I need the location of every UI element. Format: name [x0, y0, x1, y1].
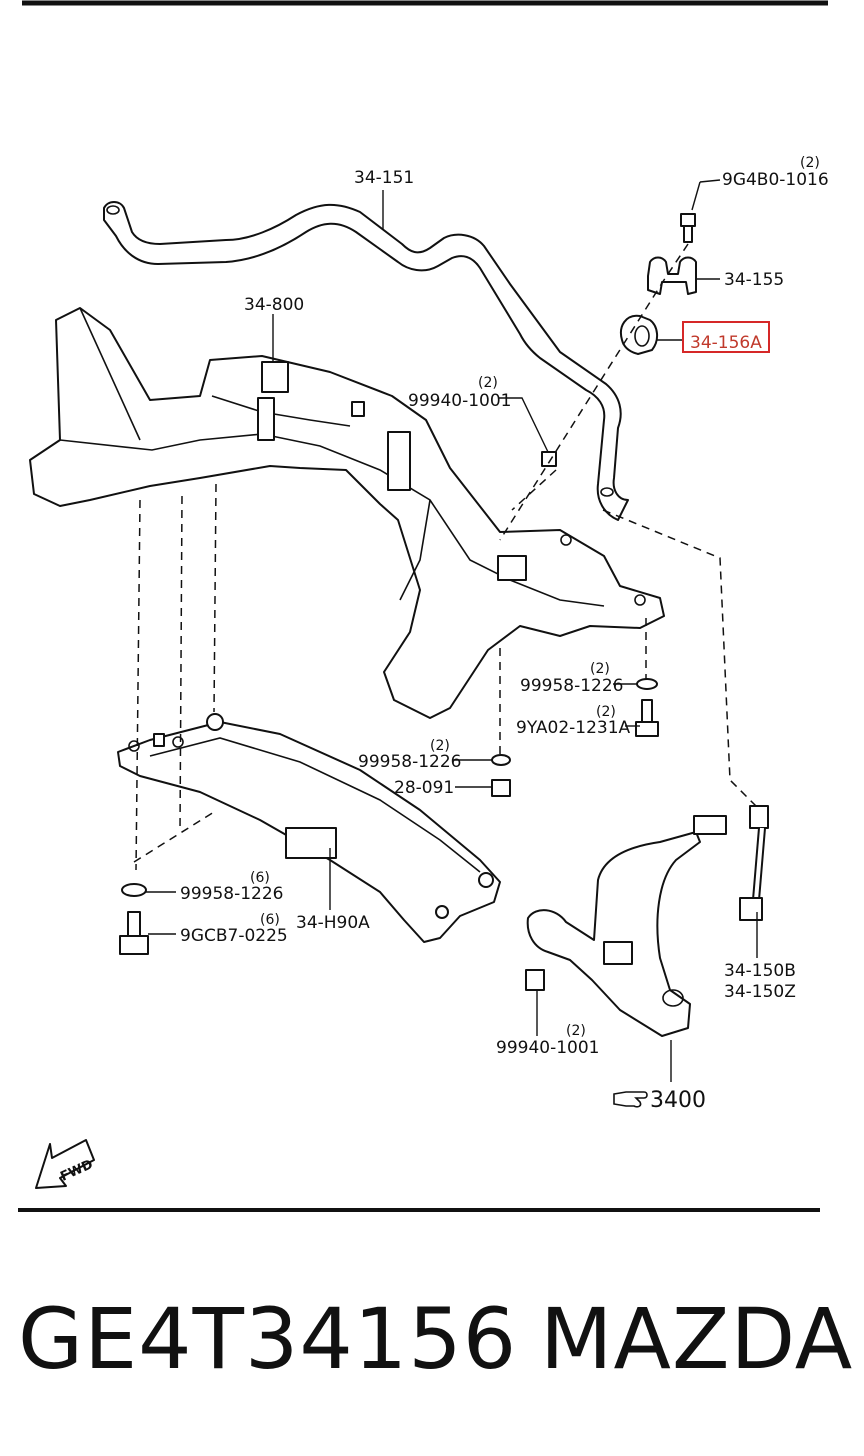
- label-nut-mid: 99940-1001: [408, 391, 511, 411]
- qty-washer-center: (2): [430, 738, 450, 754]
- qty-nut-mid: (2): [478, 375, 498, 391]
- label-nut-center: 28-091: [394, 778, 454, 798]
- label-nut-lower: 99940-1001: [496, 1038, 599, 1058]
- assembly-lines: [133, 243, 757, 871]
- callouts: 34-151 (2) 9G4B0-1016 34-155 34-156A 34-…: [180, 155, 829, 1113]
- lower-arm-part: [526, 815, 727, 1037]
- brand-name: MAZDA: [540, 1290, 854, 1388]
- lower-member-part: [117, 713, 501, 943]
- qty-washer-right: (2): [590, 661, 610, 677]
- leader-lines: [146, 179, 758, 1082]
- part-number: GE4T34156: [18, 1290, 518, 1388]
- pointing-hand-icon: [613, 1091, 648, 1108]
- label-link-b: 34-150B: [724, 961, 796, 981]
- label-stabilizer: 34-151: [354, 168, 414, 188]
- qty-washer-left: (6): [250, 870, 270, 886]
- label-bracket: 34-155: [724, 270, 784, 290]
- qty-nut-lower: (2): [566, 1023, 586, 1039]
- label-bushing: 34-156A: [690, 333, 762, 353]
- qty-bolt-right: (2): [596, 704, 616, 720]
- highlight-box: [682, 321, 770, 353]
- crossmember-part: [29, 307, 665, 719]
- label-washer-center: 99958-1226: [358, 752, 461, 772]
- fwd-arrow-icon: FWD: [35, 1139, 96, 1189]
- hardware: [119, 451, 659, 991]
- bushing-part: [620, 314, 658, 355]
- label-bolt-top: 9G4B0-1016: [722, 170, 829, 190]
- label-link-z: 34-150Z: [724, 982, 796, 1002]
- bracket-part: [647, 256, 697, 295]
- label-bolt-right: 9YA02-1231A: [516, 718, 631, 738]
- label-bolt-left: 9GCB7-0225: [180, 926, 288, 946]
- bolt-top-part: [680, 213, 696, 243]
- label-washer-right: 99958-1226: [520, 676, 623, 696]
- label-washer-left: 99958-1226: [180, 884, 283, 904]
- label-lower-member: 34-H90A: [296, 913, 370, 933]
- qty-bolt-top: (2): [800, 155, 820, 171]
- stabilizer-link-part: [739, 805, 769, 921]
- footer: GE4T34156 MAZDA: [0, 1290, 864, 1410]
- label-arm-ref: 3400: [650, 1088, 706, 1113]
- label-crossmember: 34-800: [244, 295, 304, 315]
- qty-bolt-left: (6): [260, 912, 280, 928]
- stabilizer-bar: [103, 201, 629, 521]
